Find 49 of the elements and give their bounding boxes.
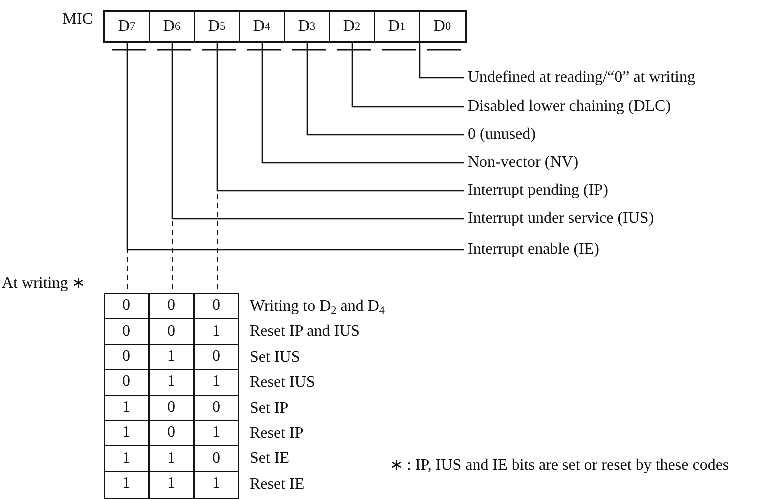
bit-description: Disabled lower chaining (DLC) [468,97,672,117]
code-description: Set IUS [250,348,300,368]
bit-value: 0 [212,348,220,366]
code-description: Reset IP and IUS [250,322,360,342]
bit-value: 0 [212,297,220,316]
bit-value: 1 [212,373,220,392]
bit-value: 1 [212,475,220,494]
bit-description: Interrupt pending (IP) [468,181,608,201]
bit-description: Interrupt under service (IUS) [468,209,654,229]
bit-value: 1 [122,450,130,468]
heading-text: At writing ∗ [2,274,86,294]
bit-value: 0 [122,373,130,392]
register-name: MIC [62,10,93,30]
footnote: ∗ : IP, IUS and IE bits are set or reset by these codes [390,456,730,476]
bit-value: 1 [122,424,130,442]
code-description: Writing to D$_{2}$ and D$_{4}$ [250,297,385,317]
code-description: Reset IUS [250,373,316,394]
bit-value: 0 [122,297,130,316]
bit-value: 1 [122,398,130,417]
bit-value: 0 [122,322,130,341]
bit-value: 0 [168,322,176,341]
bit-value: 1 [168,450,176,468]
bit-value: 1 [122,475,130,494]
bit-value: 1 [168,475,176,494]
bit-value: 1 [168,348,176,366]
bit-value: 0 [168,398,176,417]
bit-description: 0 (unused) [468,125,536,145]
code-column [149,293,194,499]
code-column [104,293,149,499]
bit-description: Non-vector (NV) [468,153,579,173]
bit-value: 0 [168,424,176,442]
bit-value: 0 [212,398,220,417]
bit-description: Undefined at reading/“0” at writing [468,68,696,88]
code-column [194,293,239,499]
bit-value: 1 [212,424,220,442]
bit-description: Interrupt enable (IE) [468,240,600,260]
bit-value: 0 [212,450,220,468]
code-description: Set IP [250,398,289,419]
leader-line [262,41,464,164]
code-description: Reset IE [250,474,305,495]
bit-value: 0 [122,348,130,366]
bit-value: 1 [168,373,176,392]
bit-value: 0 [168,297,176,316]
leader-line [352,41,464,108]
leader-line [419,41,464,79]
leader-line [306,41,464,136]
bit-value: 1 [212,322,220,341]
code-description: Set IE [250,449,290,470]
code-description: Reset IP [250,424,304,444]
